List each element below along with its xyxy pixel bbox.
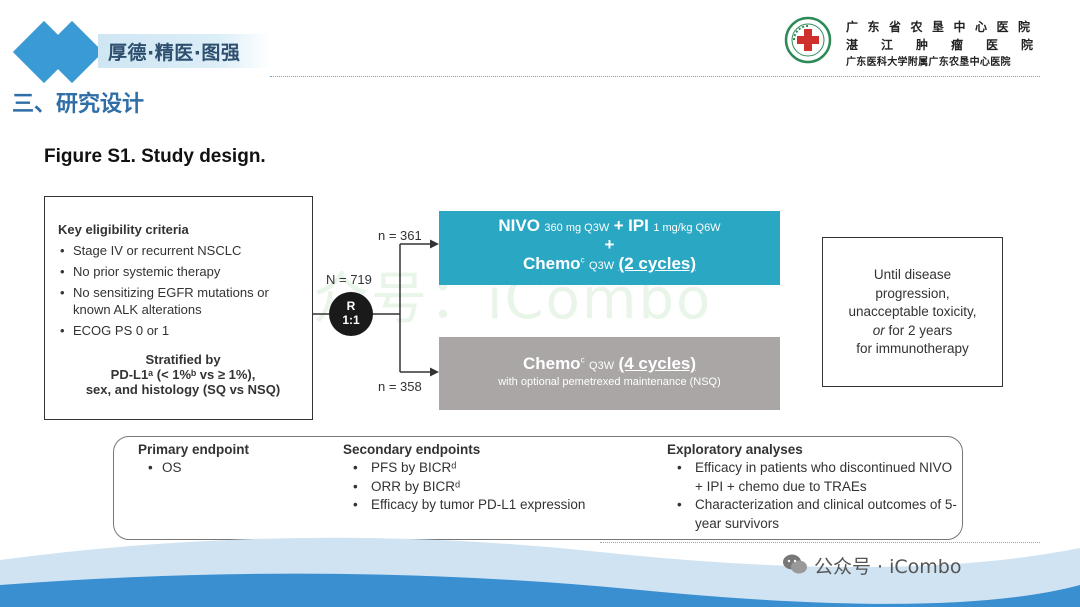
end-condition-box — [822, 237, 1003, 387]
exploratory-item: Efficacy in patients who discontinued NI… — [667, 459, 959, 496]
arm1-line1: NIVO 360 mg Q3W + IPI 1 mg/kg Q6W — [439, 216, 780, 236]
randomization-circle: R 1:1 — [329, 292, 373, 336]
arm2-cycles: (4 cycles) — [618, 354, 697, 373]
secondary-endpoint-item: PFS by BICRᵈ — [343, 459, 643, 478]
slogan-banner — [98, 34, 270, 68]
hospital-logo-icon — [784, 16, 832, 64]
arm-nivo-ipi-chemo: NIVO 360 mg Q3W + IPI 1 mg/kg Q6W + Chem… — [439, 211, 780, 285]
end-line4-rest: for 2 years — [888, 322, 953, 338]
figure-title: Figure S1. Study design. — [44, 146, 266, 167]
arm2-line1: Chemoc Q3W (4 cycles) — [439, 354, 780, 374]
primary-endpoint-heading: Primary endpoint — [138, 442, 250, 457]
eligibility-item: No prior systemic therapy — [58, 263, 308, 280]
strat-line1: Stratified by — [145, 352, 221, 367]
arm1-plus2: + — [604, 235, 615, 254]
exploratory-analyses-col: Exploratory analyses Efficacy in patient… — [667, 442, 959, 533]
end-line3: unacceptable toxicity, — [848, 304, 977, 319]
footer-wave-dark — [0, 573, 1080, 607]
arm1-dose1: 360 mg Q3W — [544, 222, 610, 234]
arm1-drug1: NIVO — [498, 216, 540, 235]
arm-chemo: Chemoc Q3W (4 cycles) with optional peme… — [439, 337, 780, 410]
primary-endpoint-list: OS — [138, 459, 328, 478]
arrow-arm1 — [430, 239, 439, 249]
exploratory-item: Characterization and clinical outcomes o… — [667, 496, 959, 533]
exploratory-analyses-list: Efficacy in patients who discontinued NI… — [667, 459, 959, 533]
arm2-chemo: Chemo — [522, 354, 581, 373]
end-line2: progression, — [875, 285, 950, 301]
hospital-name-line1: 广东省农垦中心医院 — [846, 20, 1040, 34]
n-arm1-label: n = 361 — [378, 228, 422, 243]
primary-endpoint-col: Primary endpoint OS — [138, 442, 328, 478]
end-line4: or for 2 years — [826, 322, 999, 341]
arm1-chemo-sup: c — [580, 255, 585, 265]
primary-endpoint-item: OS — [138, 459, 328, 478]
footer-divider — [600, 542, 1040, 543]
section-title: 三、研究设计 — [12, 92, 145, 117]
secondary-endpoint-item: ORR by BICRᵈ — [343, 478, 643, 497]
end-line5: for immunotherapy — [856, 341, 969, 356]
arrow-arm2 — [430, 367, 439, 377]
slogan-text: 厚德·精医·图强 — [108, 42, 241, 64]
eligibility-item: ECOG PS 0 or 1 — [58, 322, 308, 339]
arm1-line3: Chemoc Q3W (2 cycles) — [439, 254, 780, 274]
arm1-plus1: + — [613, 216, 624, 235]
arm1-drug2: IPI — [628, 216, 649, 235]
arm2-chemo-sched: Q3W — [589, 360, 615, 372]
hospital-name-line3: 广东医科大学附属广东农垦中心医院 — [846, 57, 1011, 68]
arm1-dose2: 1 mg/kg Q6W — [653, 222, 721, 234]
exploratory-analyses-heading: Exploratory analyses — [667, 442, 803, 457]
header-divider — [270, 76, 1040, 77]
arm1-chemo: Chemo — [522, 254, 581, 273]
eligibility-list: Stage IV or recurrent NSCLC No prior sys… — [58, 242, 308, 343]
eligibility-item: Stage IV or recurrent NSCLC — [58, 242, 308, 259]
footer-watermark: 公众号 · iCombo — [814, 556, 962, 578]
arm1-chemo-sched: Q3W — [589, 260, 615, 272]
eligibility-heading: Key eligibility criteria — [58, 222, 189, 237]
stratification: Stratified by PD-L1ᵃ (< 1%ᵇ vs ≥ 1%), se… — [58, 352, 308, 397]
secondary-endpoint-item: Efficacy by tumor PD-L1 expression — [343, 496, 643, 515]
end-line4-or: or — [872, 322, 885, 338]
n-total-label: N = 719 — [326, 272, 372, 287]
strat-line3: sex, and histology (SQ vs NSQ) — [85, 382, 281, 397]
n-arm2-label: n = 358 — [378, 379, 422, 394]
end-condition-text: Until disease progression, unacceptable … — [826, 266, 999, 359]
secondary-endpoints-list: PFS by BICRᵈ ORR by BICRᵈ Efficacy by tu… — [343, 459, 643, 515]
end-line1: Until disease — [873, 267, 952, 282]
randomization-ratio: 1:1 — [342, 313, 360, 327]
wechat-icon — [783, 554, 807, 574]
strat-line2: PD-L1ᵃ (< 1%ᵇ vs ≥ 1%), — [110, 367, 256, 382]
eligibility-item: No sensitizing EGFR mutations or known A… — [58, 284, 308, 318]
arm2-note: with optional pemetrexed maintenance (NS… — [498, 376, 721, 388]
randomization-r: R — [346, 299, 356, 313]
arm2-chemo-sup: c — [580, 355, 585, 365]
arm1-cycles: (2 cycles) — [618, 254, 697, 273]
secondary-endpoints-col: Secondary endpoints PFS by BICRᵈ ORR by … — [343, 442, 643, 515]
hospital-name-line2: 湛江肿瘤医院 — [846, 38, 1057, 52]
secondary-endpoints-heading: Secondary endpoints — [343, 442, 481, 457]
